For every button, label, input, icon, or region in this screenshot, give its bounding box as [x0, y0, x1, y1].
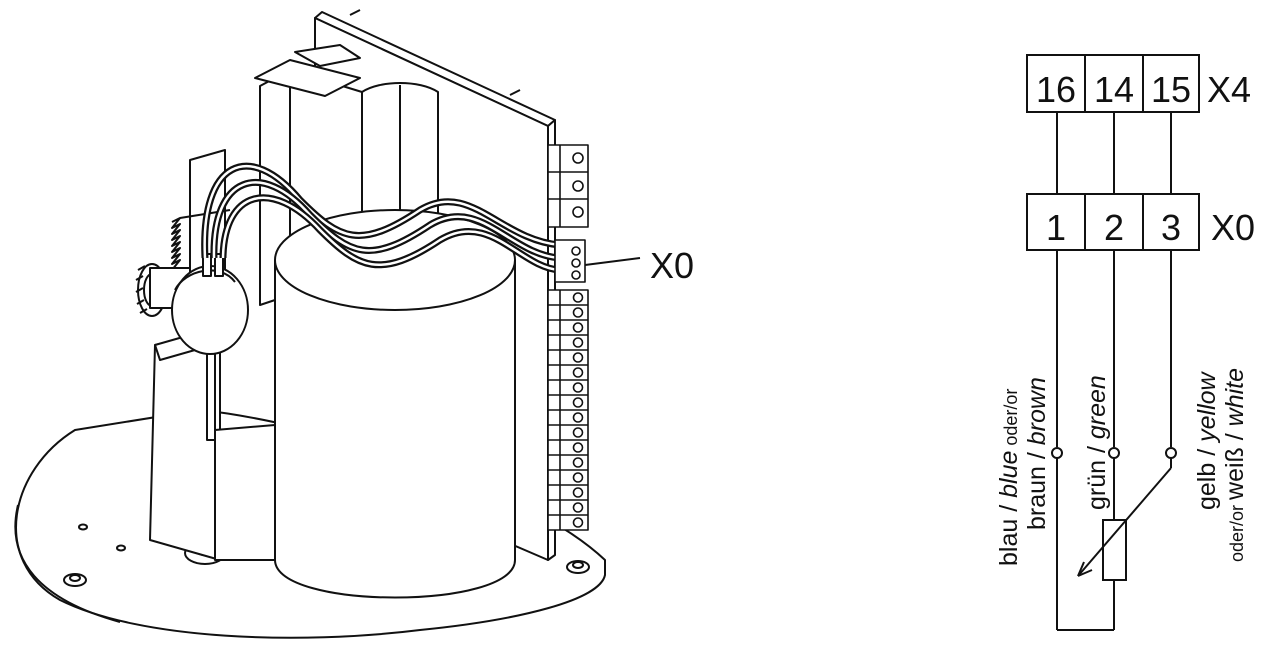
terminal-strip-lower [547, 289, 589, 531]
wiper-arrowhead [1077, 561, 1093, 577]
capacitor [274, 209, 516, 599]
schematic-labels: 16 14 15 X4 1 2 3 X0 blau / blue oder/or… [995, 69, 1255, 566]
wiper-arrow [1077, 467, 1172, 577]
terminal-screw [572, 412, 584, 423]
wiring-schematic [1026, 54, 1200, 631]
x4-terminal-16: 16 [1036, 69, 1076, 110]
x0-block-label: X0 [1211, 207, 1255, 248]
x0-terminal-1: 1 [1046, 207, 1066, 248]
x0-terminal-2: 2 [1104, 207, 1124, 248]
terminal-screws [548, 292, 588, 528]
potentiometer [135, 253, 249, 355]
nut [566, 560, 590, 574]
nut [63, 573, 87, 587]
terminal-screw [572, 487, 584, 498]
connector-1 [1051, 447, 1063, 459]
callout-label-x0: X0 [650, 245, 694, 286]
device-illustration [14, 9, 606, 639]
wire-1-label-line1: blau / blue oder/or [995, 389, 1023, 566]
wire-3-label-line2: oder/or weiß / white [1221, 368, 1249, 562]
terminal-screw [572, 307, 584, 318]
wire-2-label: grün / green [1083, 375, 1111, 510]
callout-line [584, 257, 641, 266]
terminal-strip-upper [547, 144, 589, 228]
x4-terminal-15: 15 [1151, 69, 1191, 110]
terminal-screw [572, 427, 584, 438]
x4-block-label: X4 [1207, 69, 1251, 110]
terminal-screw [572, 472, 584, 483]
wire-3-label-line1: gelb / yellow [1193, 370, 1221, 510]
connector-3 [1165, 447, 1177, 459]
terminal-screw [572, 292, 584, 303]
terminal-screw [572, 322, 584, 333]
terminal-block-x0-schematic [1026, 193, 1200, 251]
wire-1-label-line2: braun / brown [1023, 377, 1051, 530]
terminal-screw [572, 397, 584, 408]
x0-terminal-3: 3 [1161, 207, 1181, 248]
terminal-screw [572, 367, 584, 378]
x4-terminal-14: 14 [1094, 69, 1134, 110]
terminal-block-x4 [1026, 54, 1200, 113]
terminal-screw [572, 502, 584, 513]
terminal-screw [572, 337, 584, 348]
resistor [1102, 519, 1127, 581]
terminal-block-x0 [554, 239, 586, 283]
terminal-screw [572, 517, 584, 528]
terminal-screw [572, 382, 584, 393]
bracket [149, 149, 276, 561]
cable-bundle [201, 162, 561, 274]
terminal-screw [572, 442, 584, 453]
terminal-screw [572, 352, 584, 363]
terminal-screw [572, 457, 584, 468]
